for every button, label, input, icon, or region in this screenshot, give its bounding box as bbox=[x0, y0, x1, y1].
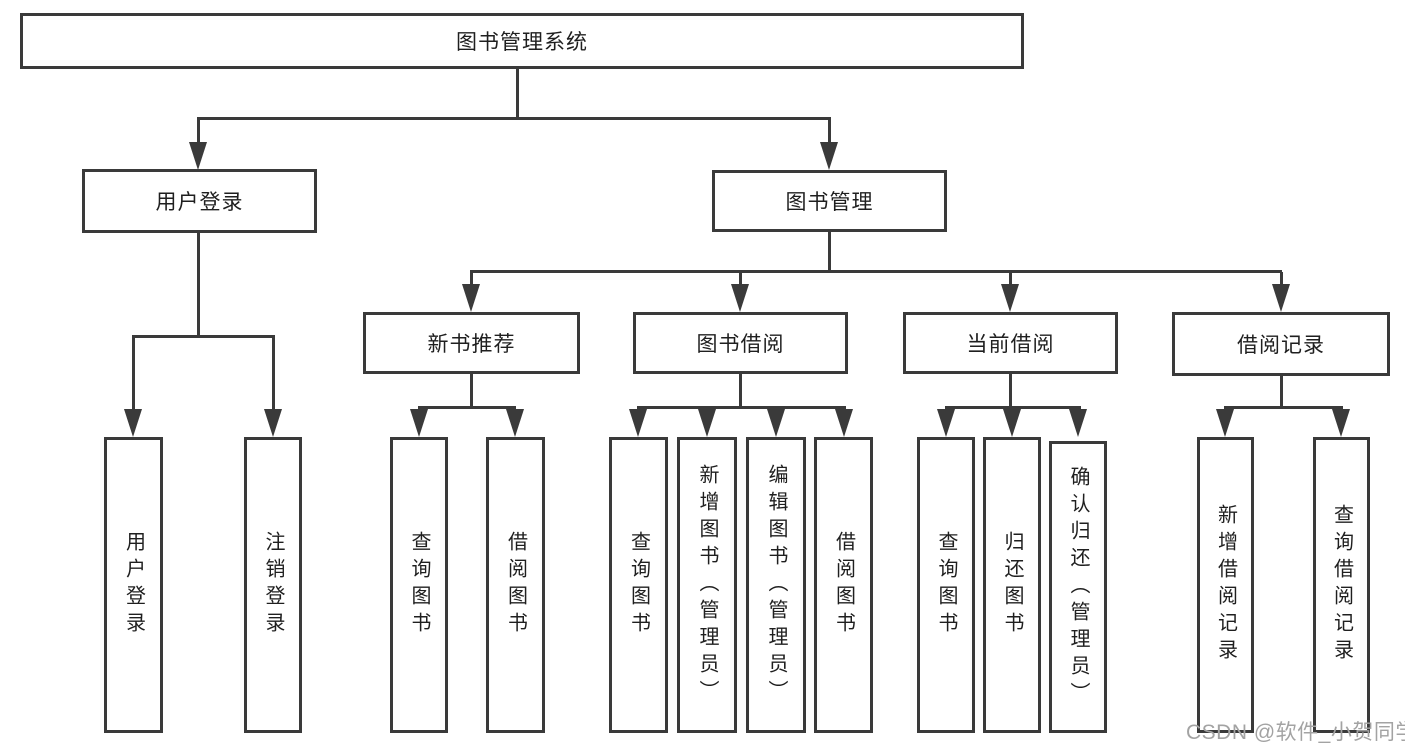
leaf-current-query-books: 查询图书 bbox=[917, 437, 975, 733]
leaf-logout-label: 注销登录 bbox=[262, 531, 284, 639]
watermark-text: CSDN @软件_小贺同学 bbox=[1186, 721, 1405, 744]
leaf-edit-books-admin: 编辑图书（管理员） bbox=[746, 437, 806, 733]
leaf-edit-books-admin-label: 编辑图书（管理员） bbox=[765, 463, 787, 707]
connector-level3-rail bbox=[470, 270, 1282, 273]
leaf-newrec-borrow-books-label: 借阅图书 bbox=[504, 531, 527, 639]
connector-arrow-line-new-rec bbox=[470, 272, 473, 285]
arrow-down-icon bbox=[1216, 409, 1234, 437]
connector-arrow-line-book-mgmt bbox=[828, 118, 831, 143]
leaf-newrec-query-books-label: 查询图书 bbox=[408, 531, 430, 639]
leaf-newrec-query-books: 查询图书 bbox=[390, 437, 448, 733]
leaf-user-login-label: 用户登录 bbox=[122, 531, 145, 639]
leaf-add-books-admin-label: 新增图书（管理员） bbox=[696, 463, 718, 707]
arrow-down-icon bbox=[835, 409, 853, 437]
node-user-login-label: 用户登录 bbox=[155, 191, 244, 214]
connector-level2-rail bbox=[197, 117, 831, 120]
leaf-borrowing-borrow-books: 借阅图书 bbox=[814, 437, 873, 733]
node-book-management: 图书管理 bbox=[712, 170, 947, 232]
leaf-query-borrow-record-label: 查询借阅记录 bbox=[1330, 504, 1353, 666]
leaf-confirm-return-admin-label: 确认归还（管理员） bbox=[1067, 465, 1089, 709]
connector-arrow-line-leaf-logout bbox=[272, 337, 275, 409]
node-new-book-recommend-label: 新书推荐 bbox=[427, 333, 516, 356]
leaf-current-query-books-label: 查询图书 bbox=[935, 531, 957, 639]
arrow-down-icon bbox=[189, 142, 207, 170]
leaf-query-borrow-record: 查询借阅记录 bbox=[1313, 437, 1370, 733]
arrow-down-icon bbox=[506, 409, 524, 437]
leaf-return-books-label: 归还图书 bbox=[1001, 531, 1023, 639]
connector-records-stem bbox=[1280, 374, 1283, 408]
connector-user-login-stem bbox=[197, 233, 200, 337]
arrow-down-icon bbox=[264, 409, 282, 437]
arrow-down-icon bbox=[1272, 284, 1290, 312]
arrow-down-icon bbox=[937, 409, 955, 437]
connector-current-stem bbox=[1009, 373, 1012, 408]
arrow-down-icon bbox=[1069, 409, 1087, 437]
connector-user-login-rail bbox=[132, 335, 275, 338]
leaf-return-books: 归还图书 bbox=[983, 437, 1041, 733]
arrow-down-icon bbox=[731, 284, 749, 312]
connector-records-rail bbox=[1224, 406, 1343, 409]
leaf-newrec-borrow-books: 借阅图书 bbox=[486, 437, 545, 733]
leaf-borrowing-borrow-books-label: 借阅图书 bbox=[832, 531, 855, 639]
leaf-borrowing-query-books-label: 查询图书 bbox=[627, 531, 650, 639]
node-root: 图书管理系统 bbox=[20, 13, 1024, 69]
arrow-down-icon bbox=[1001, 284, 1019, 312]
connector-borrowing-rail bbox=[637, 406, 846, 409]
leaf-user-login: 用户登录 bbox=[104, 437, 163, 733]
connector-root-stem bbox=[516, 66, 519, 118]
node-book-borrowing: 图书借阅 bbox=[633, 312, 848, 374]
connector-new-rec-stem bbox=[470, 373, 473, 408]
leaf-confirm-return-admin: 确认归还（管理员） bbox=[1049, 441, 1107, 733]
arrow-down-icon bbox=[1332, 409, 1350, 437]
leaf-add-borrow-record-label: 新增借阅记录 bbox=[1214, 504, 1237, 666]
node-user-login: 用户登录 bbox=[82, 169, 317, 233]
node-borrowing-records-label: 借阅记录 bbox=[1237, 334, 1325, 357]
leaf-borrowing-query-books: 查询图书 bbox=[609, 437, 668, 733]
arrow-down-icon bbox=[698, 409, 716, 437]
arrow-down-icon bbox=[629, 409, 647, 437]
node-current-borrowing: 当前借阅 bbox=[903, 312, 1118, 374]
node-current-borrowing-label: 当前借阅 bbox=[966, 333, 1055, 356]
arrow-down-icon bbox=[767, 409, 785, 437]
leaf-logout: 注销登录 bbox=[244, 437, 302, 733]
connector-arrow-line-user-login bbox=[197, 118, 200, 143]
connector-new-rec-rail bbox=[418, 406, 516, 409]
arrow-down-icon bbox=[1003, 409, 1021, 437]
connector-arrow-line-current bbox=[1009, 272, 1012, 285]
node-book-borrowing-label: 图书借阅 bbox=[696, 333, 785, 356]
connector-arrow-line-borrowing bbox=[739, 272, 742, 285]
node-root-label: 图书管理系统 bbox=[456, 31, 588, 54]
node-book-management-label: 图书管理 bbox=[785, 191, 874, 214]
connector-borrowing-stem bbox=[739, 373, 742, 408]
leaf-add-books-admin: 新增图书（管理员） bbox=[677, 437, 737, 733]
connector-arrow-line-leaf-login bbox=[132, 337, 135, 409]
node-new-book-recommend: 新书推荐 bbox=[363, 312, 580, 374]
arrow-down-icon bbox=[820, 142, 838, 170]
node-borrowing-records: 借阅记录 bbox=[1172, 312, 1390, 376]
connector-book-mgmt-stem bbox=[828, 232, 831, 272]
connector-current-rail bbox=[945, 406, 1081, 409]
arrow-down-icon bbox=[410, 409, 428, 437]
arrow-down-icon bbox=[462, 284, 480, 312]
arrow-down-icon bbox=[124, 409, 142, 437]
connector-arrow-line-records bbox=[1280, 272, 1283, 285]
leaf-add-borrow-record: 新增借阅记录 bbox=[1197, 437, 1254, 733]
